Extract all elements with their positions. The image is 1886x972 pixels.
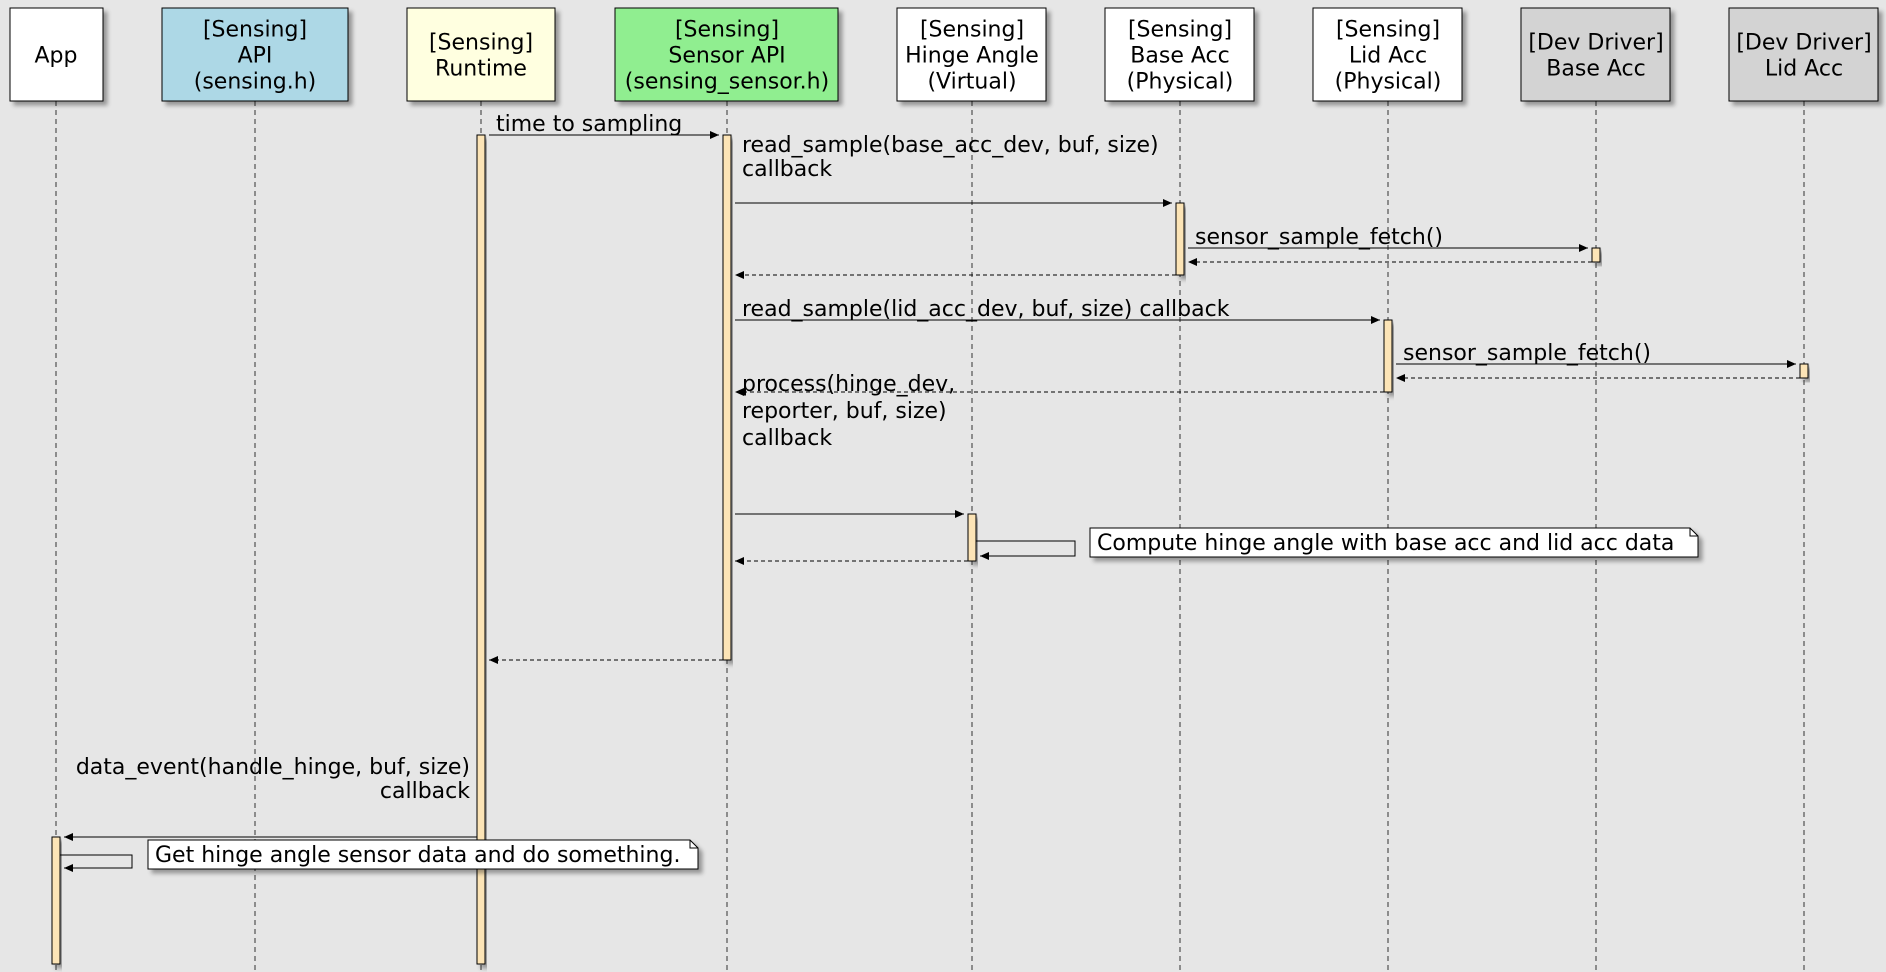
participant-box xyxy=(9,7,104,102)
note-app-note: Get hinge angle sensor data and do somet… xyxy=(147,839,699,870)
message-label: reporter, buf, size) xyxy=(742,399,947,424)
message-data-event: data_event(handle_hinge, buf, size)callb… xyxy=(64,755,477,841)
activation-bar-lid-acc xyxy=(1383,319,1393,393)
message-label: data_event(handle_hinge, buf, size) xyxy=(76,755,470,780)
message-label: callback xyxy=(380,779,470,804)
participant-sensing-api: [Sensing]API(sensing.h) xyxy=(161,7,349,102)
participant-box xyxy=(614,7,839,102)
participant-runtime: [Sensing]Runtime xyxy=(406,7,556,102)
message-time-to-sampling: time to sampling xyxy=(489,112,719,139)
message-label: callback xyxy=(742,157,832,182)
participant-label: Sensor API xyxy=(668,44,785,69)
participant-label: (sensing.h) xyxy=(194,70,317,95)
participant-label: [Sensing] xyxy=(429,31,533,56)
participant-label: [Dev Driver] xyxy=(1736,31,1871,56)
message-process-hinge: process(hinge_dev,reporter, buf, size)ca… xyxy=(735,372,964,518)
message-label: read_sample(lid_acc_dev, buf, size) call… xyxy=(742,297,1230,322)
message-read-sample-base: read_sample(base_acc_dev, buf, size)call… xyxy=(735,133,1172,207)
participant-box xyxy=(1520,7,1671,102)
participant-lid-acc: [Sensing]Lid Acc(Physical) xyxy=(1312,7,1463,102)
note-fold xyxy=(1689,528,1698,537)
activation-bar-app xyxy=(51,836,61,965)
participant-label: [Sensing] xyxy=(675,18,779,43)
self-message-arrow xyxy=(60,854,133,872)
message-label: sensor_sample_fetch() xyxy=(1195,225,1443,250)
note-compute-hinge-note: Compute hinge angle with base acc and li… xyxy=(1089,527,1699,558)
participant-box xyxy=(1728,7,1879,102)
message-self-hinge xyxy=(976,540,1076,560)
message-label: sensor_sample_fetch() xyxy=(1403,341,1651,366)
participant-label: App xyxy=(35,44,78,69)
participant-label: Lid Acc xyxy=(1349,44,1427,69)
participant-label: API xyxy=(238,44,273,69)
message-label: read_sample(base_acc_dev, buf, size) xyxy=(742,133,1159,158)
participant-label: [Sensing] xyxy=(203,18,307,43)
self-message-arrow xyxy=(976,540,1076,560)
message-self-app xyxy=(60,854,133,872)
note-fold xyxy=(689,840,698,849)
activation-bar-dev-base-acc xyxy=(1591,247,1601,263)
participant-dev-lid-acc: [Dev Driver]Lid Acc xyxy=(1728,7,1879,102)
message-fetch-lid: sensor_sample_fetch() xyxy=(1396,341,1796,368)
activation-bar-runtime xyxy=(476,134,486,965)
participant-label: Runtime xyxy=(435,57,527,82)
participant-label: Hinge Angle xyxy=(905,44,1039,69)
participant-label: Base Acc xyxy=(1546,57,1645,82)
activation-bar-hinge-angle xyxy=(967,513,977,562)
activation-bar-dev-lid-acc xyxy=(1799,363,1809,379)
note-text: Compute hinge angle with base acc and li… xyxy=(1097,531,1674,556)
activation-bar-base-acc xyxy=(1175,202,1185,276)
participant-box xyxy=(896,7,1047,102)
participant-sensor-api: [Sensing]Sensor API(sensing_sensor.h) xyxy=(614,7,839,102)
note-text: Get hinge angle sensor data and do somet… xyxy=(155,843,680,868)
participant-box xyxy=(1312,7,1463,102)
participant-dev-base-acc: [Dev Driver]Base Acc xyxy=(1520,7,1671,102)
participant-box xyxy=(1104,7,1255,102)
participant-label: Lid Acc xyxy=(1765,57,1843,82)
participant-label: [Sensing] xyxy=(1336,18,1440,43)
participant-label: [Sensing] xyxy=(1128,18,1232,43)
participant-label: [Sensing] xyxy=(920,18,1024,43)
participant-hinge-angle: [Sensing]Hinge Angle(Virtual) xyxy=(896,7,1047,102)
participant-label: [Dev Driver] xyxy=(1528,31,1663,56)
activation-bar-sensor-api xyxy=(722,134,732,661)
participant-box xyxy=(161,7,349,102)
note-box xyxy=(147,839,699,870)
participant-app: App xyxy=(9,7,104,102)
participant-label: (Physical) xyxy=(1335,70,1442,95)
message-label: process(hinge_dev, xyxy=(742,372,955,397)
note-box xyxy=(1089,527,1699,558)
message-label: time to sampling xyxy=(496,112,682,137)
participant-box xyxy=(406,7,556,102)
message-read-sample-lid: read_sample(lid_acc_dev, buf, size) call… xyxy=(735,297,1380,324)
message-label: callback xyxy=(742,426,832,451)
participant-label: (sensing_sensor.h) xyxy=(625,70,829,95)
participant-base-acc: [Sensing]Base Acc(Physical) xyxy=(1104,7,1255,102)
message-fetch-base: sensor_sample_fetch() xyxy=(1188,225,1588,252)
participant-label: (Physical) xyxy=(1127,70,1234,95)
participant-label: (Virtual) xyxy=(927,70,1016,95)
participant-label: Base Acc xyxy=(1130,44,1229,69)
